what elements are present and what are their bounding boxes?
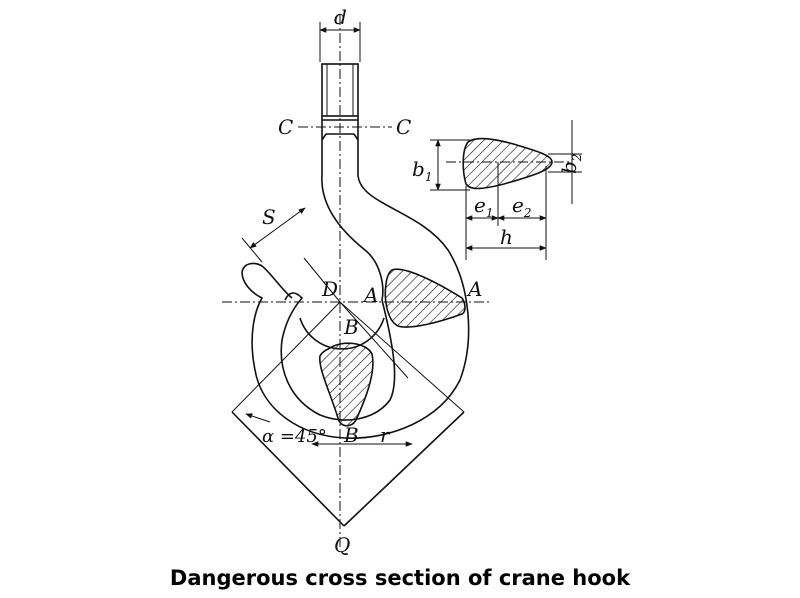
label-s: S	[262, 205, 276, 229]
section-b-b	[319, 342, 374, 427]
label-b1: b1	[412, 157, 432, 184]
label-c-right: C	[396, 115, 411, 139]
label-b-bottom: B	[343, 423, 359, 447]
label-a-inner: A	[362, 283, 378, 307]
label-e1: e1	[474, 193, 493, 220]
label-b2: b2	[557, 154, 584, 174]
throat-dimension-s: S	[241, 205, 306, 263]
label-q: Q	[334, 533, 350, 557]
label-e2: e2	[512, 193, 531, 220]
radial-lines	[231, 257, 465, 413]
label-h: h	[500, 225, 513, 249]
section-a-a	[384, 268, 466, 328]
label-alpha: α =45°	[262, 426, 327, 447]
label-b-center: B	[343, 315, 359, 339]
angle-frame	[231, 411, 465, 527]
label-r: r	[380, 423, 391, 447]
label-a-outer: A	[466, 277, 482, 301]
figure-caption: Dangerous cross section of crane hook	[169, 566, 631, 590]
label-c-left: C	[278, 115, 293, 139]
label-d-center: D	[321, 277, 338, 301]
hook-body	[241, 174, 470, 439]
cross-section-detail: b1 b2 e1 e2 h	[412, 120, 584, 260]
angle-and-radius-dimension: α =45° r	[245, 413, 413, 447]
section-line-cc: C C	[278, 115, 411, 139]
